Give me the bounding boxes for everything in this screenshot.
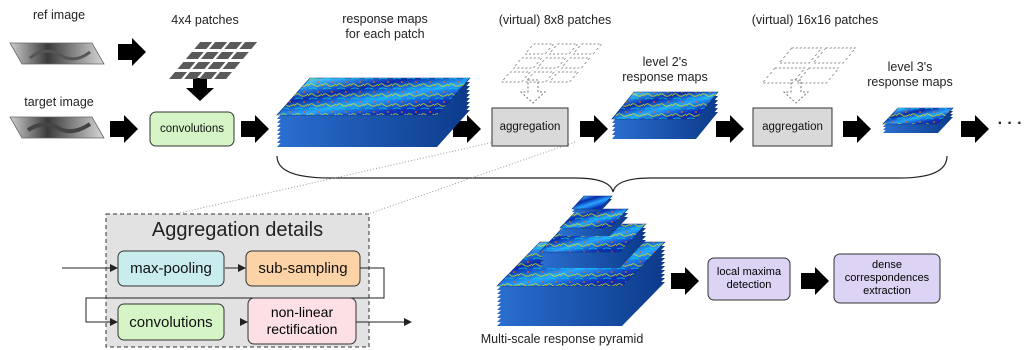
max-pooling-box-rect [117, 250, 225, 287]
aggregation-1-box-rect [491, 107, 569, 147]
response-maps-label: response maps [342, 12, 428, 26]
level3-label-line1: level 3's [887, 60, 933, 74]
convolutions-box-rect [149, 111, 235, 147]
sub-sampling-box-rect [245, 250, 361, 287]
level2-label-line2: response maps [622, 70, 708, 84]
aggregation-box-2: aggregation [762, 121, 823, 133]
nonlinear-line2: rectification [266, 321, 338, 337]
arrowhead-to-conv [110, 318, 118, 326]
for-each-patch-label: for each patch [345, 27, 425, 41]
local-maxima-box-rect [707, 257, 791, 301]
arrowhead-maxpool-to-sub [238, 264, 246, 272]
dashed-arrow-8x8 [519, 79, 547, 104]
virtual-8x8-grid [500, 43, 603, 83]
aggregation-2-box-rect [752, 107, 833, 147]
ref-image-label: ref image [32, 8, 86, 22]
convolutions-box: convolutions [160, 123, 224, 135]
patches-4x4-label: 4x4 patches [171, 13, 239, 27]
dashed-arrow-16x16 [782, 79, 810, 104]
brace [276, 155, 948, 193]
arrowhead-in [110, 264, 118, 272]
nonlinear-box-rect [247, 297, 357, 345]
level2-label-line1: level 2's [642, 55, 688, 69]
details-convolutions-box-rect [117, 303, 225, 341]
sub-sampling-box: sub-sampling [258, 260, 348, 277]
local-maxima-line1: local maxima [716, 266, 782, 278]
arrow-patches-down [186, 78, 214, 101]
details-convolutions-box: convolutions [129, 313, 213, 331]
zoom-line-left [174, 141, 495, 215]
arrow-maxima-to-dense [801, 267, 829, 295]
dense-line2: correspondences [844, 272, 930, 284]
patches-4x4-grid [169, 42, 258, 79]
zoom-line-right [367, 141, 576, 215]
arrow-ref-to-patches [118, 38, 146, 66]
non-linear-rectification-box: non-linear rectification [248, 298, 356, 344]
local-maxima-line2: detection [726, 279, 772, 291]
response-maps-stack-level2 [611, 91, 719, 139]
arrow-agg1-to-level2 [580, 115, 608, 143]
ref-image-thumbnail [9, 42, 105, 65]
arrowhead-conv-to-nonlinear [240, 318, 248, 326]
arrow-pyramid-to-maxima [671, 267, 699, 295]
arrow-target-to-conv [110, 115, 138, 143]
nonlinear-line1: non-linear [270, 304, 334, 320]
virtual-16x16-label: (virtual) 16x16 patches [751, 13, 879, 27]
aggregation-details-title: Aggregation details [151, 219, 324, 241]
arrow-level3-to-next [961, 115, 989, 143]
aggregation-box-1: aggregation [499, 121, 561, 133]
target-image-thumbnail [9, 116, 105, 139]
details-flow-lines [62, 267, 404, 323]
arrowhead-out [404, 318, 412, 326]
response-maps-stack-level1 [276, 77, 471, 147]
level3-label-line2: response maps [867, 75, 953, 89]
arrow-agg2-to-level3 [843, 115, 871, 143]
arrow-level2-to-agg2 [716, 115, 744, 143]
max-pooling-box: max-pooling [130, 260, 212, 277]
target-image-label: target image [24, 95, 94, 109]
dense-box-rect [833, 253, 941, 304]
pyramid-caption: Multi-scale response pyramid [480, 332, 644, 346]
dense-line1: dense [872, 259, 902, 271]
virtual-8x8-label: (virtual) 8x8 patches [498, 13, 612, 27]
arrow-conv-to-maps [241, 115, 269, 143]
local-maxima-box: local maxima detection [708, 258, 790, 300]
dense-correspondences-box: dense correspondences extraction [834, 254, 940, 303]
ellipsis: · · · [997, 115, 1023, 132]
response-maps-stack-level3 [882, 107, 954, 133]
dense-line3: extraction [863, 285, 911, 297]
multi-scale-response-pyramid [496, 195, 666, 326]
arrow-maps-to-agg1 [453, 115, 481, 143]
virtual-16x16-grid [761, 47, 857, 84]
